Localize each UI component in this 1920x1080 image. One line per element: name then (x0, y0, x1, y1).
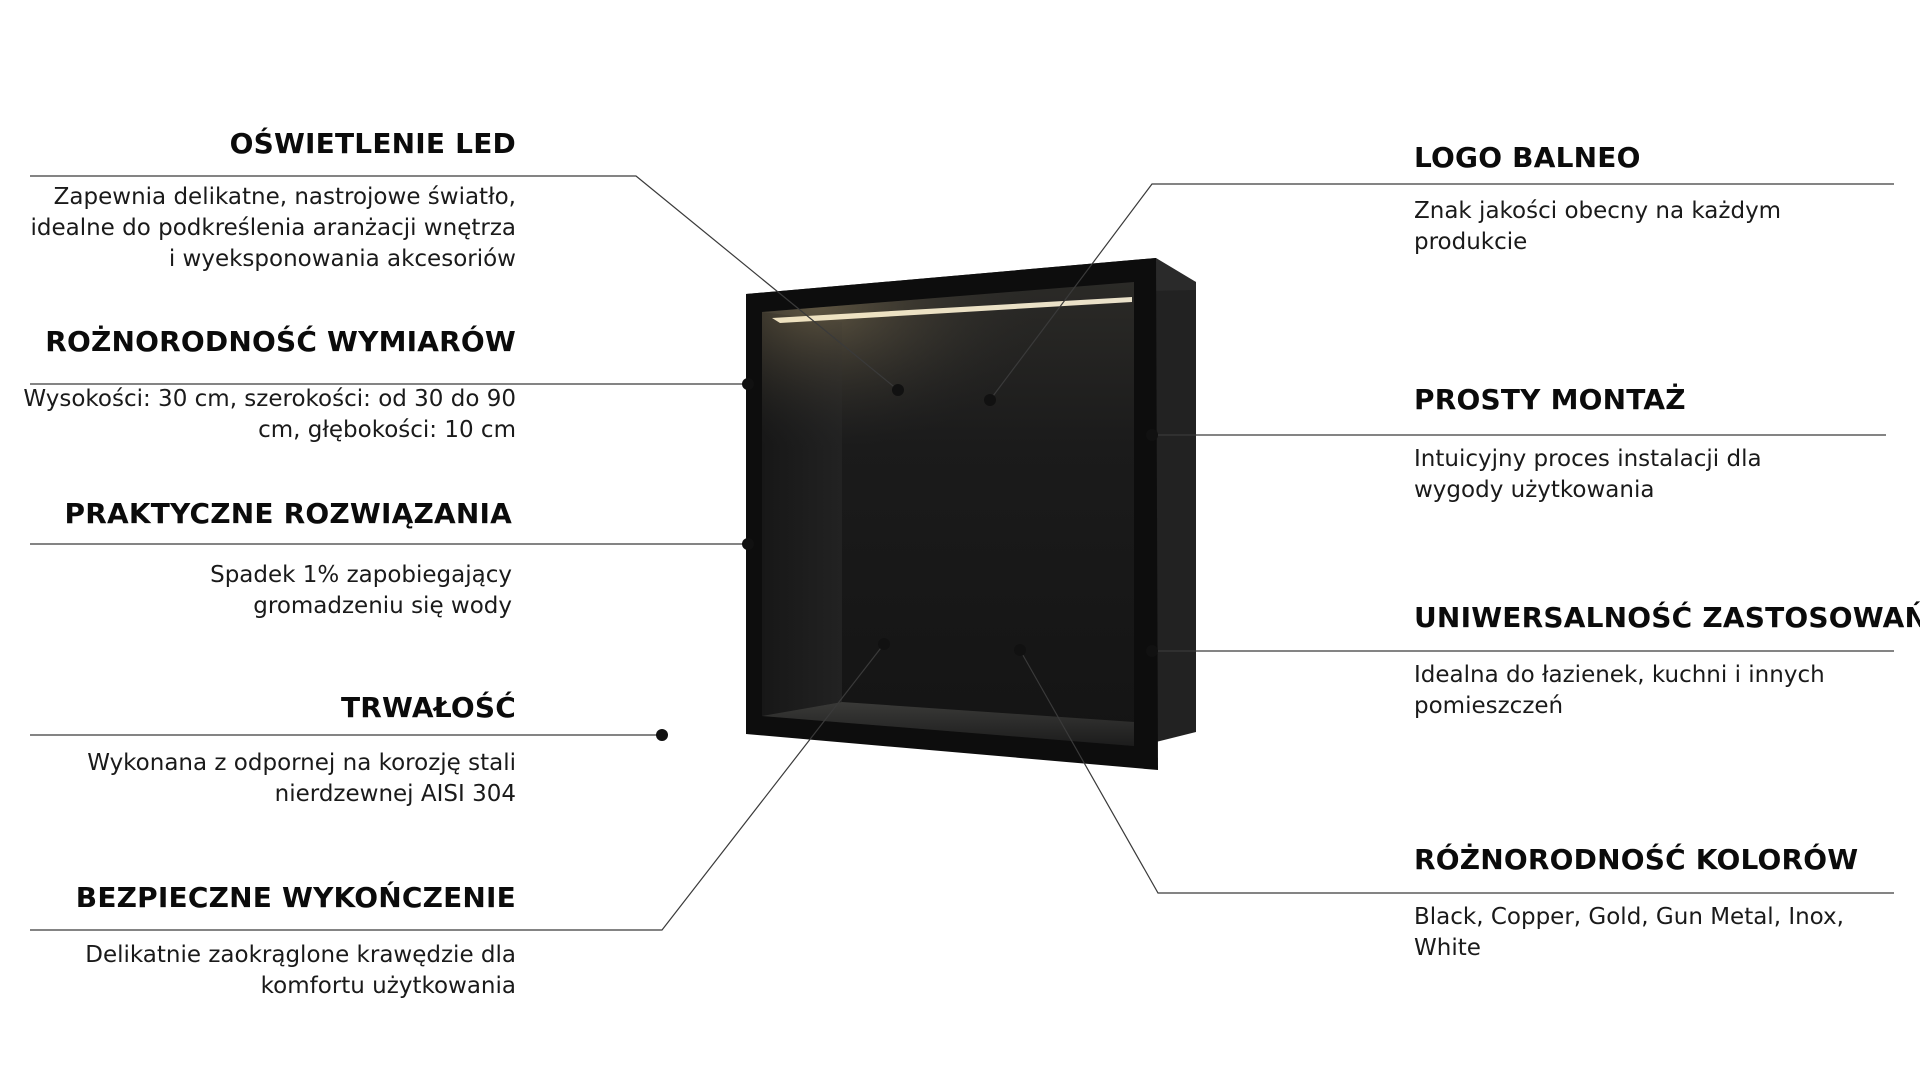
leader-lines-right (984, 183, 1894, 894)
feature-desc-practical: Spadek 1% zapobiegający gromadzeniu się … (64, 560, 512, 622)
shower-niche (746, 258, 1196, 770)
feature-desc-line: Intuicyjny proces instalacji dla (1414, 446, 1762, 472)
feature-desc-versatility: Idealna do łazienek, kuchni i innych pom… (1414, 660, 1920, 722)
feature-title-colors: RÓŻNORODNOŚĆ KOLORÓW (1414, 843, 1859, 876)
feature-desc-safe-finish: Delikatnie zaokrąglone krawędzie dla kom… (76, 940, 516, 1002)
feature-desc-line: White (1414, 935, 1481, 961)
feature-desc-line: gromadzeniu się wody (253, 593, 512, 619)
feature-desc-colors: Black, Copper, Gold, Gun Metal, Inox, Wh… (1414, 902, 1858, 964)
feature-title-versatility: UNIWERSALNOŚĆ ZASTOSOWAŃ (1414, 601, 1920, 634)
leader-lines-left (30, 175, 904, 931)
feature-desc-mounting: Intuicyjny proces instalacji dla wygody … (1414, 444, 1762, 506)
anchor-dot-durability (656, 729, 668, 741)
feature-safe-finish: BEZPIECZNE WYKOŃCZENIE Delikatnie zaokrą… (76, 880, 516, 1002)
feature-mounting: PROSTY MONTAŻ Intuicyjny proces instalac… (1414, 382, 1762, 506)
feature-desc-line: cm, głębokości: 10 cm (258, 417, 516, 443)
feature-desc-line: nierdzewnej AISI 304 (274, 781, 516, 807)
anchor-dot-dimensions (742, 378, 754, 390)
feature-desc-line: Spadek 1% zapobiegający (210, 562, 512, 588)
feature-desc-led: Zapewnia delikatne, nastrojowe światło, … (30, 182, 516, 275)
feature-desc-logo: Znak jakości obecny na każdym produkcie (1414, 196, 1781, 258)
feature-desc-durability: Wykonana z odpornej na korozję stali nie… (87, 748, 516, 810)
anchor-dot-practical (742, 538, 754, 550)
feature-logo: LOGO BALNEO Znak jakości obecny na każdy… (1414, 140, 1781, 258)
anchor-dot-colors (1014, 644, 1026, 656)
niche-floor (762, 702, 1134, 746)
feature-desc-line: Delikatnie zaokrąglone krawędzie dla (85, 942, 516, 968)
feature-desc-line: idealne do podkreślenia aranżacji wnętrz… (30, 215, 516, 241)
anchor-dot-mounting (1146, 429, 1158, 441)
leader-line-safe-finish (30, 643, 885, 931)
anchor-dot-versatility (1146, 645, 1158, 657)
feature-desc-line: produkcie (1414, 229, 1528, 255)
leader-line-colors (1019, 649, 1894, 894)
feature-title-durability: TRWAŁOŚĆ (340, 691, 516, 724)
feature-desc-line: Zapewnia delikatne, nastrojowe światło, (53, 184, 516, 210)
feature-desc-line: Wykonana z odpornej na korozję stali (87, 750, 516, 776)
feature-led: OŚWIETLENIE LED Zapewnia delikatne, nast… (30, 126, 516, 275)
feature-title-practical: PRAKTYCZNE ROZWIĄZANIA (64, 497, 512, 530)
anchor-dot-logo (984, 394, 996, 406)
niche-side-depth (1156, 270, 1196, 742)
leader-line-led (30, 175, 899, 391)
feature-practical: PRAKTYCZNE ROZWIĄZANIA Spadek 1% zapobie… (64, 496, 512, 622)
feature-title-led: OŚWIETLENIE LED (229, 127, 516, 160)
feature-dimensions: ROŻNORODNOŚĆ WYMIARÓW Wysokości: 30 cm, … (23, 324, 516, 446)
led-strip (772, 297, 1132, 323)
feature-versatility: UNIWERSALNOŚĆ ZASTOSOWAŃ Idealna do łazi… (1414, 600, 1920, 722)
feature-title-safe-finish: BEZPIECZNE WYKOŃCZENIE (75, 881, 516, 914)
feature-colors: RÓŻNORODNOŚĆ KOLORÓW Black, Copper, Gold… (1414, 842, 1858, 964)
feature-desc-line: wygody użytkowania (1414, 477, 1655, 503)
feature-desc-line: Black, Copper, Gold, Gun Metal, Inox, (1414, 904, 1844, 930)
anchor-dot-led (892, 384, 904, 396)
led-glow (762, 282, 1134, 520)
feature-desc-line: Wysokości: 30 cm, szerokości: od 30 do 9… (23, 386, 516, 412)
feature-desc-line: pomieszczeń (1414, 693, 1564, 719)
feature-durability: TRWAŁOŚĆ Wykonana z odpornej na korozję … (87, 690, 516, 810)
feature-desc-line: komfortu użytkowania (260, 973, 516, 999)
feature-title-logo: LOGO BALNEO (1414, 141, 1641, 174)
leader-line-logo (989, 183, 1894, 401)
feature-desc-line: i wyeksponowania akcesoriów (168, 246, 516, 272)
feature-desc-dimensions: Wysokości: 30 cm, szerokości: od 30 do 9… (23, 384, 516, 446)
feature-desc-line: Znak jakości obecny na każdym (1414, 198, 1782, 224)
feature-desc-line: Idealna do łazienek, kuchni i innych (1414, 662, 1825, 688)
anchor-dot-safe-finish (878, 638, 890, 650)
feature-title-mounting: PROSTY MONTAŻ (1414, 383, 1686, 416)
feature-title-dimensions: ROŻNORODNOŚĆ WYMIARÓW (45, 325, 516, 358)
